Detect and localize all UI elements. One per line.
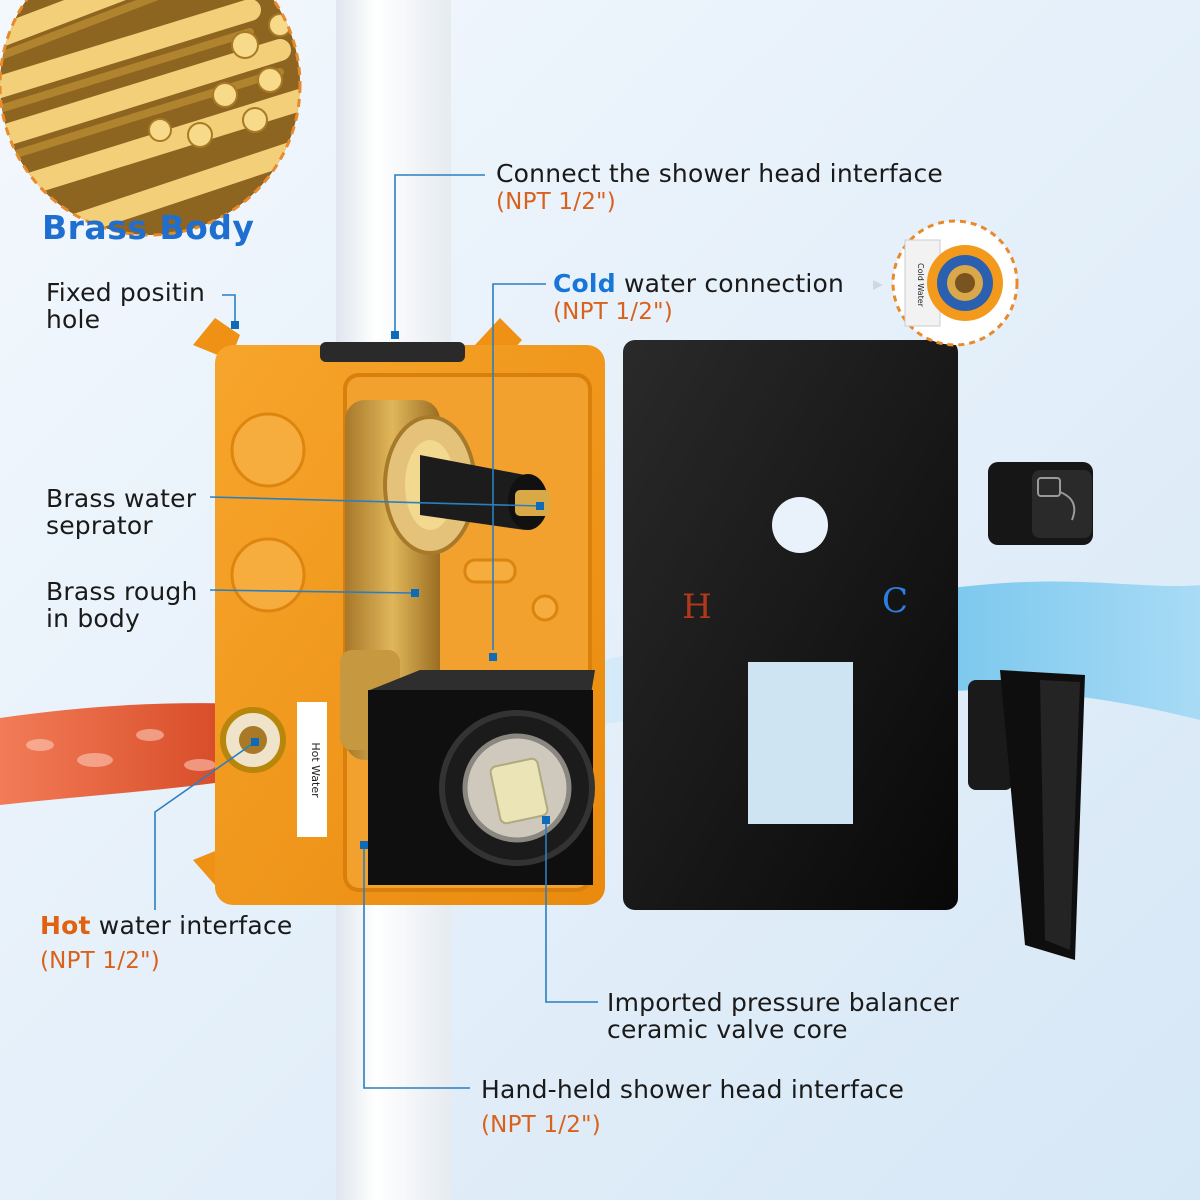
- cold-emphasis: Cold: [553, 269, 616, 298]
- cold-water-connection-label: Cold water connection (NPT 1/2"): [553, 269, 845, 325]
- shower-head-interface-label: Connect the shower head interface (NPT 1…: [496, 159, 943, 215]
- cold-water-sticker: Cold Water: [916, 263, 925, 308]
- cover-plate: [623, 340, 958, 910]
- brass-body-title: Brass Body: [42, 208, 255, 247]
- hot-emphasis: Hot: [40, 911, 91, 940]
- brass-water-separator: [383, 415, 550, 555]
- valve-cartridge: [368, 670, 595, 885]
- hot-mark: H: [682, 587, 712, 627]
- brass-rods-image: [0, 0, 302, 237]
- leader-dots: [231, 321, 550, 849]
- cold-mark: C: [882, 581, 908, 621]
- hot-water-interface-label: Hot water interface (NPT 1/2"): [40, 911, 293, 974]
- hot-water-sticker: Hot Water: [309, 742, 322, 798]
- handheld-interface-label: Hand-held shower head interface (NPT 1/2…: [481, 1075, 905, 1138]
- arrow-icon: [873, 280, 883, 290]
- cold-water-inset: [891, 219, 1019, 347]
- lever-handle: [968, 670, 1085, 960]
- leader-lines: [154, 174, 598, 1089]
- diverter-knob: [988, 462, 1093, 545]
